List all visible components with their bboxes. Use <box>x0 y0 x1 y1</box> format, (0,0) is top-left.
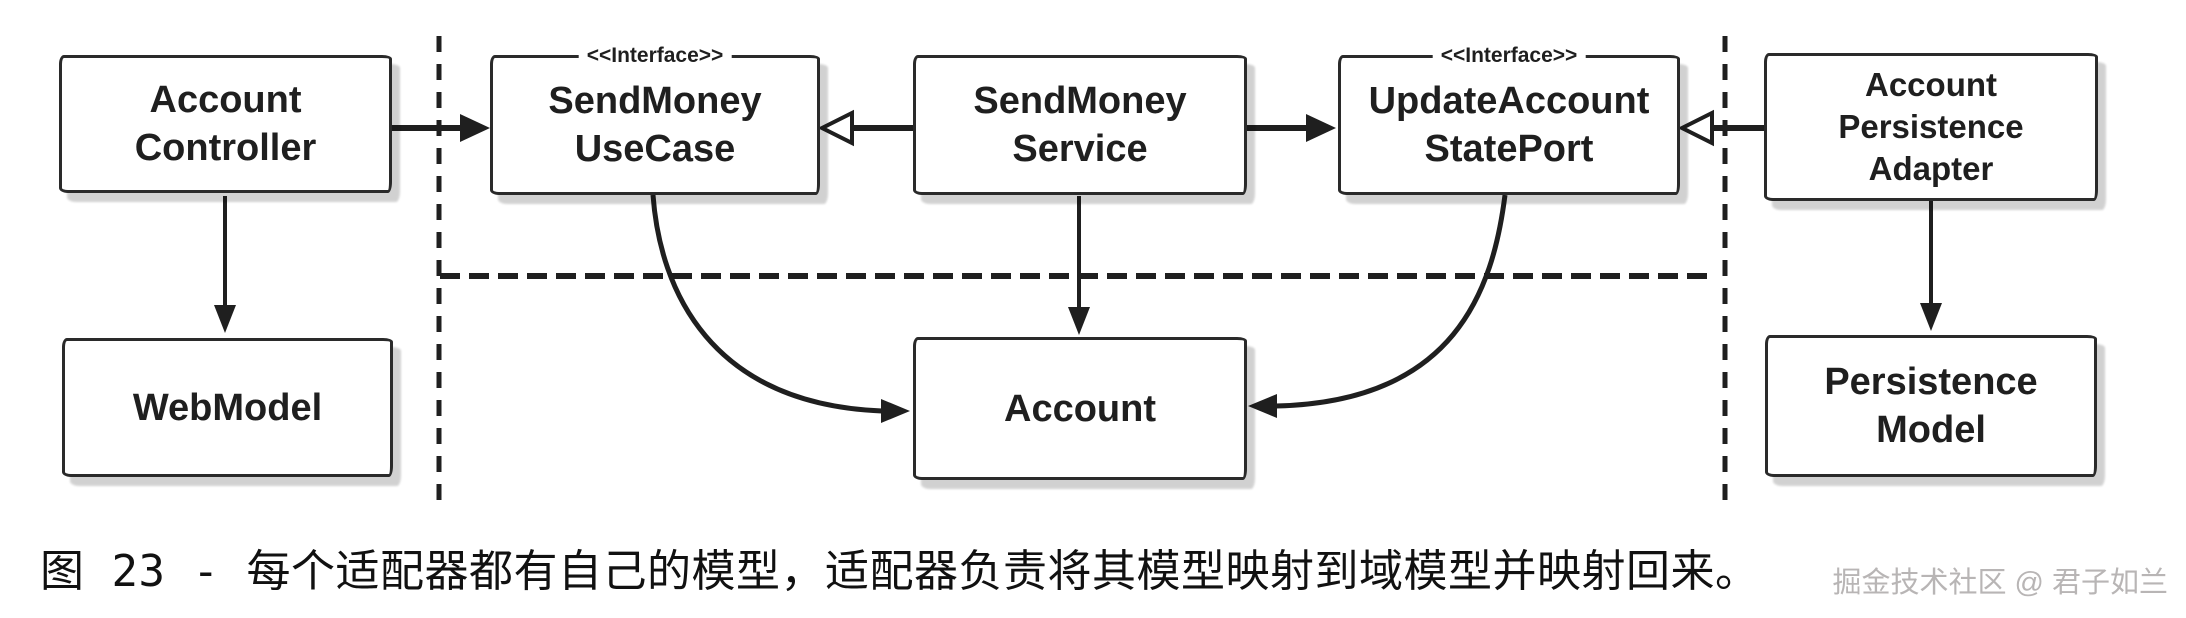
box-account-persistence-adapter: Account Persistence Adapter <box>1764 53 2098 201</box>
arrowhead-solid <box>1068 307 1090 335</box>
box-label: UpdateAccount <box>1368 80 1650 122</box>
arrowhead-solid <box>881 399 910 423</box>
arrowhead-open <box>1677 109 1714 147</box>
arrowhead-solid <box>1306 114 1336 142</box>
box-label: WebModel <box>132 386 323 429</box>
arrowhead-open <box>817 109 854 147</box>
box-label: Persistence <box>1824 361 2038 403</box>
arrowhead-solid <box>460 114 490 142</box>
box-label: Controller <box>134 127 317 169</box>
arrow-stateport-to-account-curve <box>1275 194 1508 409</box>
box-label: Service <box>1012 128 1148 170</box>
box-updateaccount-stateport: <<Interface>> UpdateAccount StatePort <box>1338 43 1680 195</box>
arrowhead-solid <box>1248 394 1277 418</box>
box-label: Adapter <box>1868 150 1994 187</box>
box-webmodel: WebModel <box>62 338 393 477</box>
box-label: StatePort <box>1424 128 1594 170</box>
box-label: Model <box>1876 409 1986 451</box>
box-label: SendMoney <box>548 80 762 122</box>
stereotype-label: <<Interface>> <box>1432 43 1586 69</box>
box-account-controller: Account Controller <box>59 55 392 193</box>
box-label: Persistence <box>1838 108 2024 145</box>
figure-caption: 图 23 - 每个适配器都有自己的模型，适配器负责将其模型映射到域模型并映射回来… <box>40 546 1760 597</box>
box-sendmoney-usecase: <<Interface>> SendMoney UseCase <box>490 43 820 195</box>
box-persistence-model: Persistence Model <box>1765 335 2097 477</box>
arrowhead-solid <box>1920 303 1942 331</box>
box-label: SendMoney <box>973 80 1187 122</box>
watermark-text: 掘金技术社区 @ 君子如兰 <box>1832 567 2168 599</box>
box-label: Account <box>149 79 302 121</box>
arrow-usecase-to-account-curve <box>650 194 883 414</box>
box-label: UseCase <box>574 128 736 170</box>
stereotype-label: <<Interface>> <box>578 43 732 69</box>
box-label: Account <box>1865 66 1997 103</box>
box-account: Account <box>913 337 1247 480</box>
box-label: Account <box>1004 387 1156 430</box>
arrowhead-solid <box>214 305 236 333</box>
box-sendmoney-service: SendMoney Service <box>913 55 1247 195</box>
